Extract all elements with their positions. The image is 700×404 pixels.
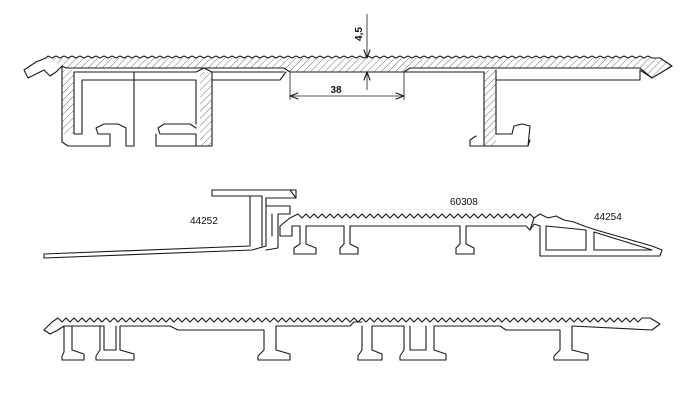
bottom-right-deck-inner bbox=[409, 325, 427, 351]
top-left-chamber bbox=[61, 65, 135, 147]
bottom-left-deck-surface bbox=[43, 317, 351, 331]
bottom-left-deck-body bbox=[43, 321, 363, 361]
middle-assembly: 44252 60308 44254 bbox=[43, 189, 663, 259]
top-web-1 bbox=[73, 67, 213, 147]
top-right-lip bbox=[527, 69, 653, 147]
top-profile-section: 4,5 38 bbox=[23, 14, 673, 147]
top-web-1-inner bbox=[73, 71, 197, 135]
left-profile-44252 bbox=[43, 189, 297, 259]
thickness-dim-arrow bbox=[363, 49, 371, 59]
top-foot-2 bbox=[155, 71, 287, 147]
middle-profile-body bbox=[279, 217, 535, 255]
top-deck-hatching bbox=[46, 58, 672, 78]
top-right-chamber bbox=[407, 69, 641, 147]
bottom-right-deck-surface bbox=[349, 317, 661, 331]
top-left-hook bbox=[23, 57, 67, 79]
right-profile-chamber-1 bbox=[545, 225, 587, 251]
top-web-3-hatch bbox=[484, 70, 496, 146]
inner-thickness-arrow bbox=[363, 71, 371, 81]
right-profile-chamber-2 bbox=[593, 231, 653, 251]
right-profile-44254 bbox=[529, 213, 663, 257]
gap-dim-arrow-left bbox=[289, 92, 299, 100]
bottom-left-deck-inner bbox=[63, 325, 117, 351]
top-web-2-hatch bbox=[200, 72, 212, 146]
thickness-dim-label: 4,5 bbox=[354, 27, 365, 41]
left-profile-inner bbox=[249, 189, 297, 251]
top-web-1-hatch bbox=[62, 70, 74, 134]
middle-profile-60308 bbox=[279, 213, 535, 227]
label-60308: 60308 bbox=[450, 197, 478, 208]
label-44254: 44254 bbox=[594, 212, 622, 223]
top-deck-surface bbox=[45, 55, 673, 67]
bottom-right-deck-body bbox=[357, 325, 653, 361]
gap-dim-arrow-right bbox=[395, 92, 405, 100]
bottom-assembly bbox=[43, 317, 661, 361]
label-44252: 44252 bbox=[190, 216, 218, 227]
gap-dim-label: 38 bbox=[330, 85, 342, 96]
